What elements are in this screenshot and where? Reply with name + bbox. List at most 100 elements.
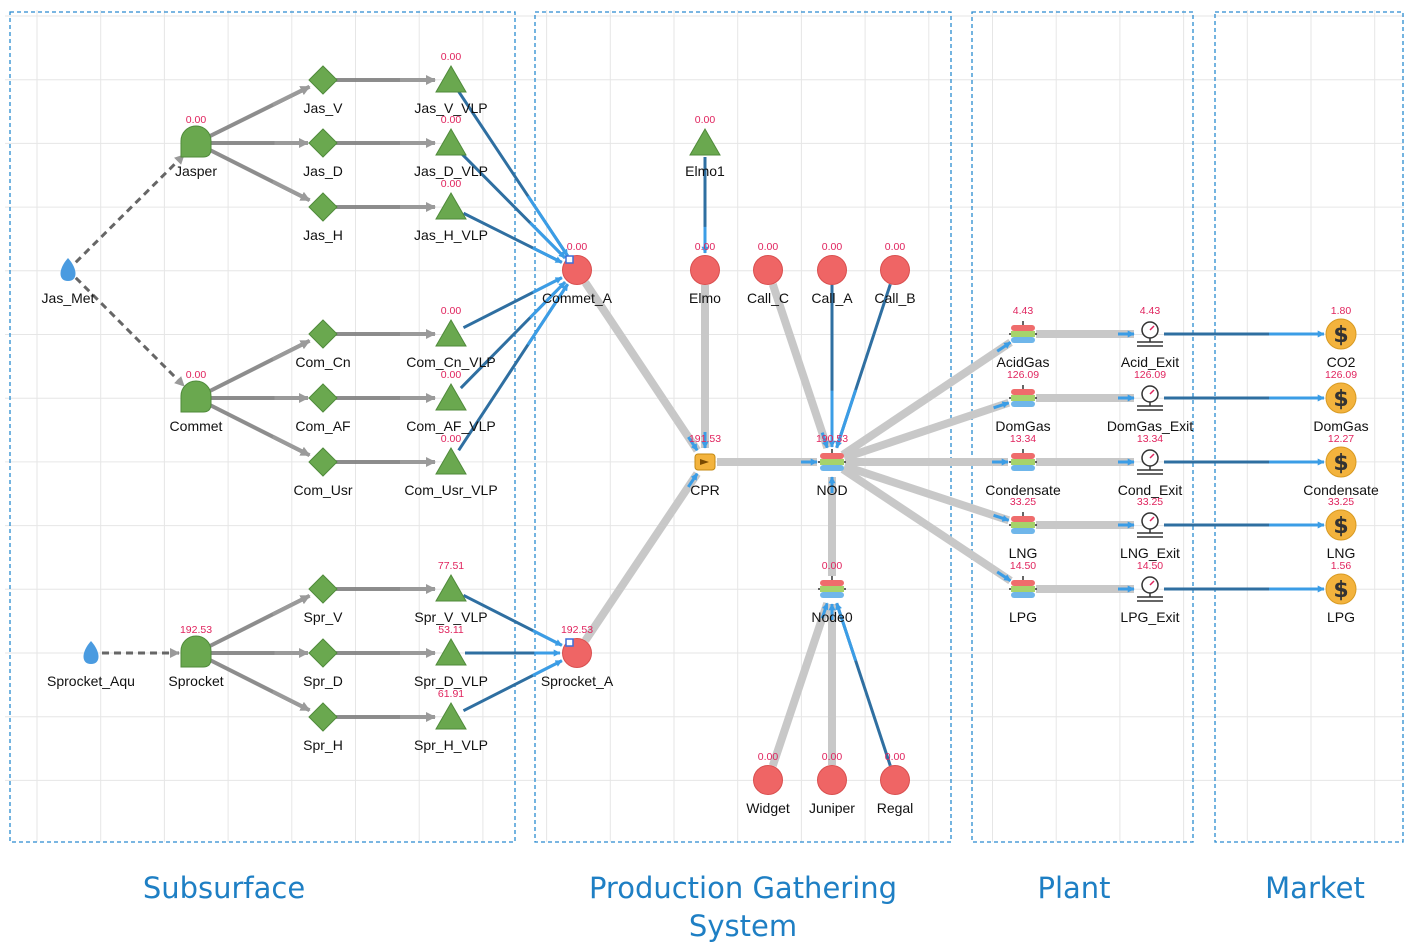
pipe-Sprocket_A-to-CPR[interactable] [582, 471, 701, 643]
node-label: DomGas [995, 418, 1050, 434]
pipe-Com_Cn_VLP-to-Commet_A[interactable] [462, 276, 563, 329]
node-Spr_V[interactable]: Spr_V [304, 574, 344, 625]
pipe-Spr_V_VLP-to-Sprocket_A[interactable] [462, 594, 563, 647]
pipe-Jas_Met-to-Jasper[interactable] [74, 153, 185, 264]
well-diamond-icon [308, 574, 338, 604]
pipe-Commet-to-Com_Usr[interactable] [208, 402, 311, 458]
well-diamond-icon [308, 65, 338, 95]
node-label: Jas_Met [42, 290, 95, 306]
pipe-Commet-to-Com_Cn[interactable] [208, 338, 311, 394]
pipe-Com_AF_VLP-to-Commet_A[interactable] [459, 281, 567, 390]
droplet-icon [60, 258, 76, 281]
node-Jas_D[interactable]: Jas_D [303, 128, 343, 179]
pipe-Spr_H_VLP-to-Sprocket_A[interactable] [462, 659, 563, 712]
node-value: 0.00 [885, 241, 906, 253]
node-label: Jas_H [303, 227, 343, 243]
pipe-Commet_A-to-CPR[interactable] [581, 280, 701, 453]
node-label: Widget [746, 800, 790, 816]
pipe-Jas_Met-to-Commet[interactable] [74, 276, 186, 388]
node-Com_AF[interactable]: Com_AF [295, 383, 351, 434]
pipe-NOD-to-DomGas[interactable] [843, 398, 1011, 462]
node-value: 0.00 [758, 751, 779, 763]
node-value: 0.00 [822, 560, 843, 572]
node-value: 192.53 [561, 624, 593, 636]
pipe-Sprocket-to-Spr_H[interactable] [208, 657, 311, 713]
pipe-Call_B-to-NOD[interactable] [835, 283, 892, 449]
node-Com_Usr[interactable]: Com_Usr [293, 447, 353, 498]
node-Jas_Met[interactable]: Jas_Met [42, 258, 95, 306]
node-label: Cond_Exit [1118, 482, 1183, 498]
pipe-Call_C-to-NOD[interactable] [768, 282, 832, 450]
node-Spr_D[interactable]: Spr_D [303, 638, 343, 689]
pipe-NOD-to-LPG[interactable] [840, 465, 1013, 585]
node-Sprocket_Aqu[interactable]: Sprocket_Aqu [47, 641, 135, 689]
node-Spr_H[interactable]: Spr_H [303, 702, 343, 753]
pipe-Jasper-to-Jas_H[interactable] [208, 147, 311, 203]
pipe-NOD-to-AcidGas[interactable] [840, 339, 1013, 459]
node-label: Com_Cn_VLP [406, 354, 496, 370]
pipe-Jasper-to-Jas_V[interactable] [208, 84, 311, 139]
pipe-Regal-to-Node0[interactable] [835, 602, 892, 767]
node-value: 0.00 [186, 369, 207, 381]
node-Jas_V[interactable]: Jas_V [304, 65, 344, 116]
pipe-Jas_D_VLP-to-Commet_A[interactable] [459, 151, 567, 259]
node-label: Com_AF_VLP [406, 418, 495, 434]
node-label: Spr_D [303, 673, 343, 689]
vlp-triangle-icon [435, 446, 467, 475]
pipe-Sprocket-to-Spr_V[interactable] [208, 593, 311, 649]
pipe-Jas_H_VLP-to-Commet_A[interactable] [462, 211, 563, 264]
pipe-Widget-to-Node0[interactable] [768, 601, 832, 768]
pipe-Jas_V_VLP-to-Commet_A[interactable] [457, 90, 569, 257]
node-Jas_H[interactable]: Jas_H [303, 192, 343, 243]
node-label: Jas_V_VLP [414, 100, 487, 116]
reservoir-tank-icon [180, 125, 212, 158]
dollar-sign-glyph: $ [1333, 514, 1348, 539]
dollar-coin-icon: $ [1325, 509, 1357, 541]
pipe-NOD-to-LNG[interactable] [843, 462, 1011, 525]
node-Com_Cn[interactable]: Com_Cn [295, 319, 351, 370]
node-value: 192.53 [180, 624, 212, 636]
pipe-Com_Usr_VLP-to-Commet_A[interactable] [457, 283, 569, 452]
